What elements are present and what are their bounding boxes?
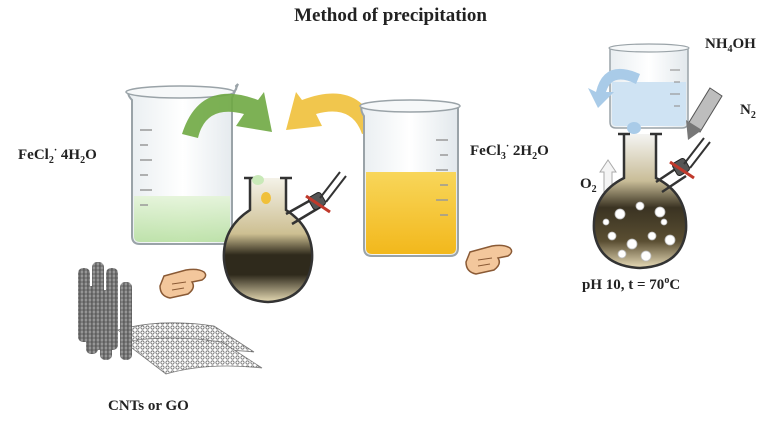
nitrogen-inlet-arrow [686, 87, 723, 140]
ammonia-droplet [627, 122, 641, 134]
reaction-flask-center [222, 171, 347, 304]
graphene-oxide-sheet-icon [117, 322, 263, 375]
label-fecl3: FeCl3· 2H2O [470, 141, 549, 162]
label-cnts-or-go: CNTs or GO [108, 398, 189, 414]
blue-pour-arrow [588, 68, 640, 108]
diagram-title: Method of precipitation [294, 5, 487, 26]
beaker-fecl2 [125, 83, 239, 245]
beaker-nh4oh [608, 43, 690, 129]
label-fecl2: FeCl2· 4H2O [18, 145, 97, 166]
pointing-hand-icon [159, 268, 207, 299]
green-pour-arrow [182, 92, 272, 138]
label-conditions: pH 10, t = 70oC [582, 275, 681, 293]
label-nh4oh: NH4OH [705, 36, 756, 55]
pointing-hand-icon [465, 244, 513, 275]
yellow-pour-arrow [286, 92, 378, 134]
label-o2: O2 [580, 176, 597, 195]
label-n2: N2 [740, 102, 756, 121]
beaker-fecl3 [359, 99, 461, 257]
carbon-nanotube-icon [78, 262, 132, 360]
reaction-flask-right [592, 132, 711, 270]
